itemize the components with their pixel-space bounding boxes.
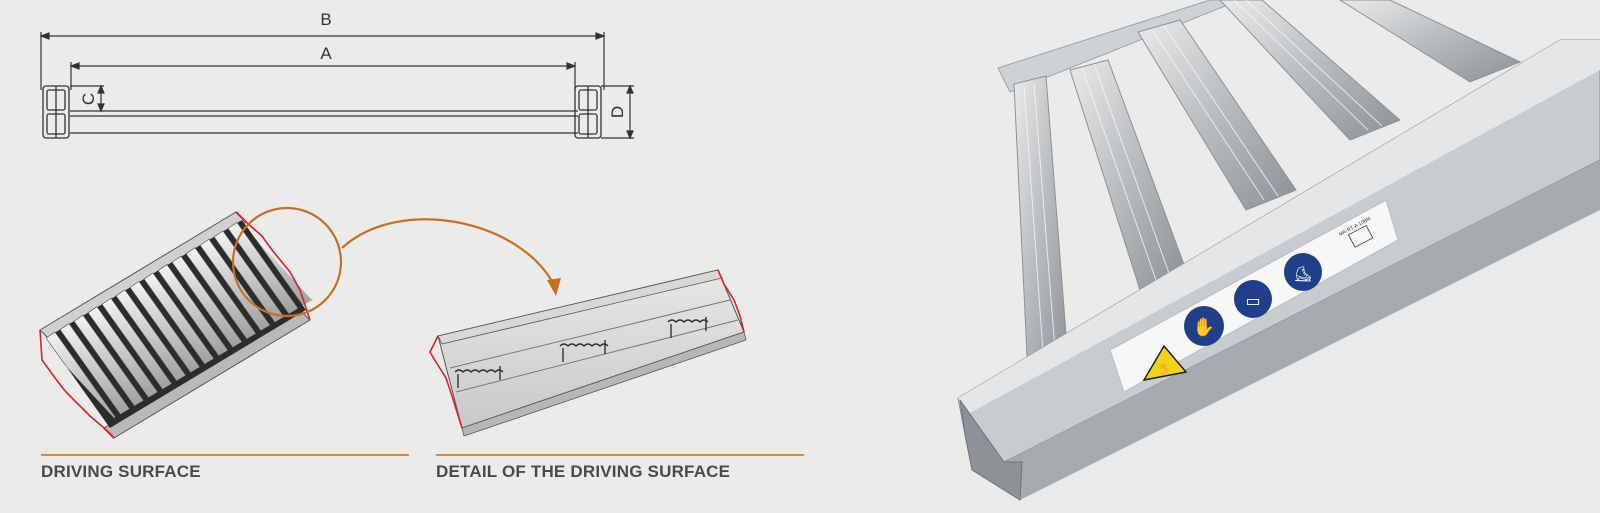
gloves-icon (1184, 306, 1224, 346)
driving-surface-illustration (39, 211, 312, 439)
detail-callout (231, 206, 561, 318)
manual-icon (1234, 280, 1272, 318)
safety-sticker: ✋ ✋ ▭ ⛸ MA-RT-A-10BM (1109, 199, 1399, 393)
svg-text:✋: ✋ (1193, 316, 1215, 338)
dimension-b (39, 32, 606, 90)
svg-text:▭: ▭ (1245, 291, 1260, 310)
warning-crush-icon (1142, 344, 1188, 382)
caption-detail: DETAIL OF THE DRIVING SURFACE (436, 462, 731, 481)
caption-rule-driving-surface (41, 454, 409, 456)
caption-driving-surface: DRIVING SURFACE (41, 462, 201, 481)
detail-teeth (454, 317, 709, 388)
dimension-c (70, 84, 105, 113)
safety-shoes-icon (1284, 253, 1322, 291)
dimension-b-label: B (320, 10, 331, 29)
dimension-c-label: C (79, 93, 98, 105)
ramp-photo: ✋ ✋ ▭ ⛸ MA-RT-A-10BM (957, 0, 1600, 501)
dimension-a-label: A (320, 44, 332, 63)
svg-text:⛸: ⛸ (1293, 265, 1312, 283)
caption-rule-detail (436, 454, 804, 456)
ramp-cross-section (42, 85, 602, 139)
driving-surface-detail (429, 269, 747, 437)
dimension-d-label: D (608, 106, 627, 118)
dimension-a (69, 62, 577, 90)
dimension-d (601, 84, 634, 140)
detail-arrow (341, 218, 555, 286)
detail-circle (231, 206, 343, 318)
svg-text:✋: ✋ (1158, 362, 1170, 375)
